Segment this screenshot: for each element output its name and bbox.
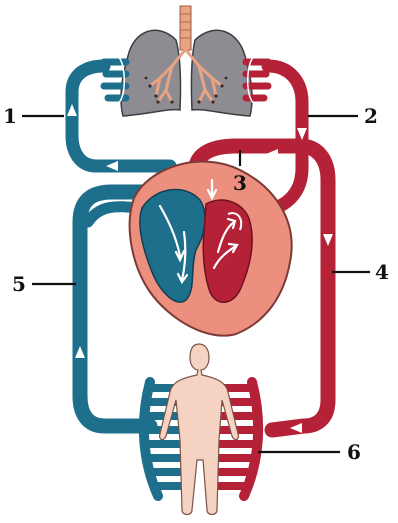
label-1: 1 [3, 104, 17, 128]
label-2-group: 2 [308, 104, 378, 128]
label-6-group: 6 [258, 440, 361, 464]
label-1-group: 1 [3, 104, 64, 128]
label-3-group: 3 [233, 150, 247, 195]
label-5: 5 [12, 272, 26, 296]
label-6: 6 [347, 440, 361, 464]
label-4-group: 4 [332, 260, 389, 284]
heart-icon [130, 162, 292, 336]
label-4: 4 [375, 260, 389, 284]
label-2: 2 [364, 104, 378, 128]
label-5-group: 5 [12, 272, 76, 296]
label-3: 3 [233, 171, 247, 195]
lungs-icon [121, 6, 252, 116]
